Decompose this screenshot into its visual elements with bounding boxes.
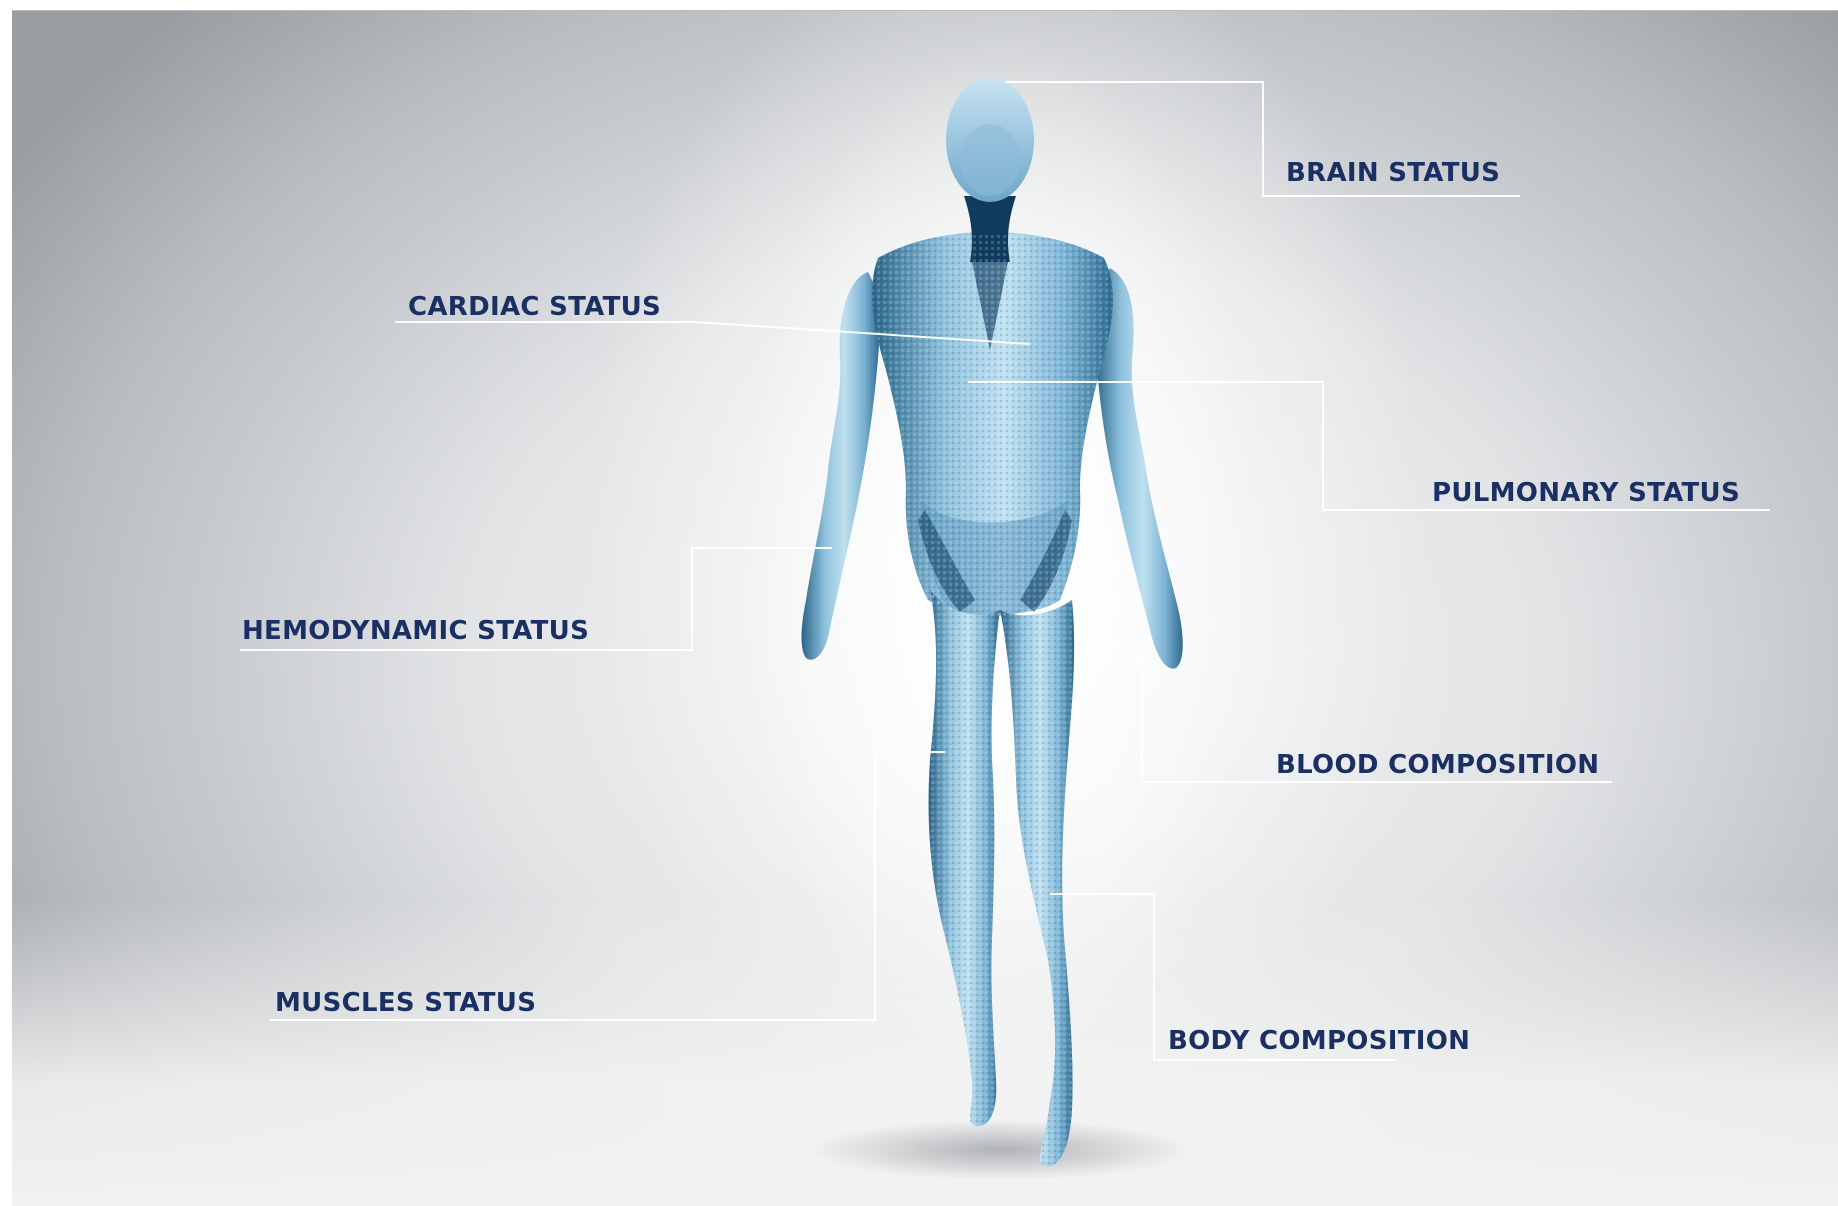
brain-status-label: BRAIN STATUS — [1286, 160, 1500, 186]
body-composition-label: BODY COMPOSITION — [1168, 1028, 1470, 1054]
blood-composition-label: BLOOD COMPOSITION — [1276, 752, 1599, 778]
pulmonary-status-label: PULMONARY STATUS — [1432, 480, 1740, 506]
cardiac-status-label: CARDIAC STATUS — [408, 294, 661, 320]
cardiac-leader-line — [395, 322, 1030, 344]
hemodynamic-status-label: HEMODYNAMIC STATUS — [242, 618, 589, 644]
muscles-status-label: MUSCLES STATUS — [275, 990, 536, 1016]
muscles-leader-line — [270, 752, 945, 1020]
